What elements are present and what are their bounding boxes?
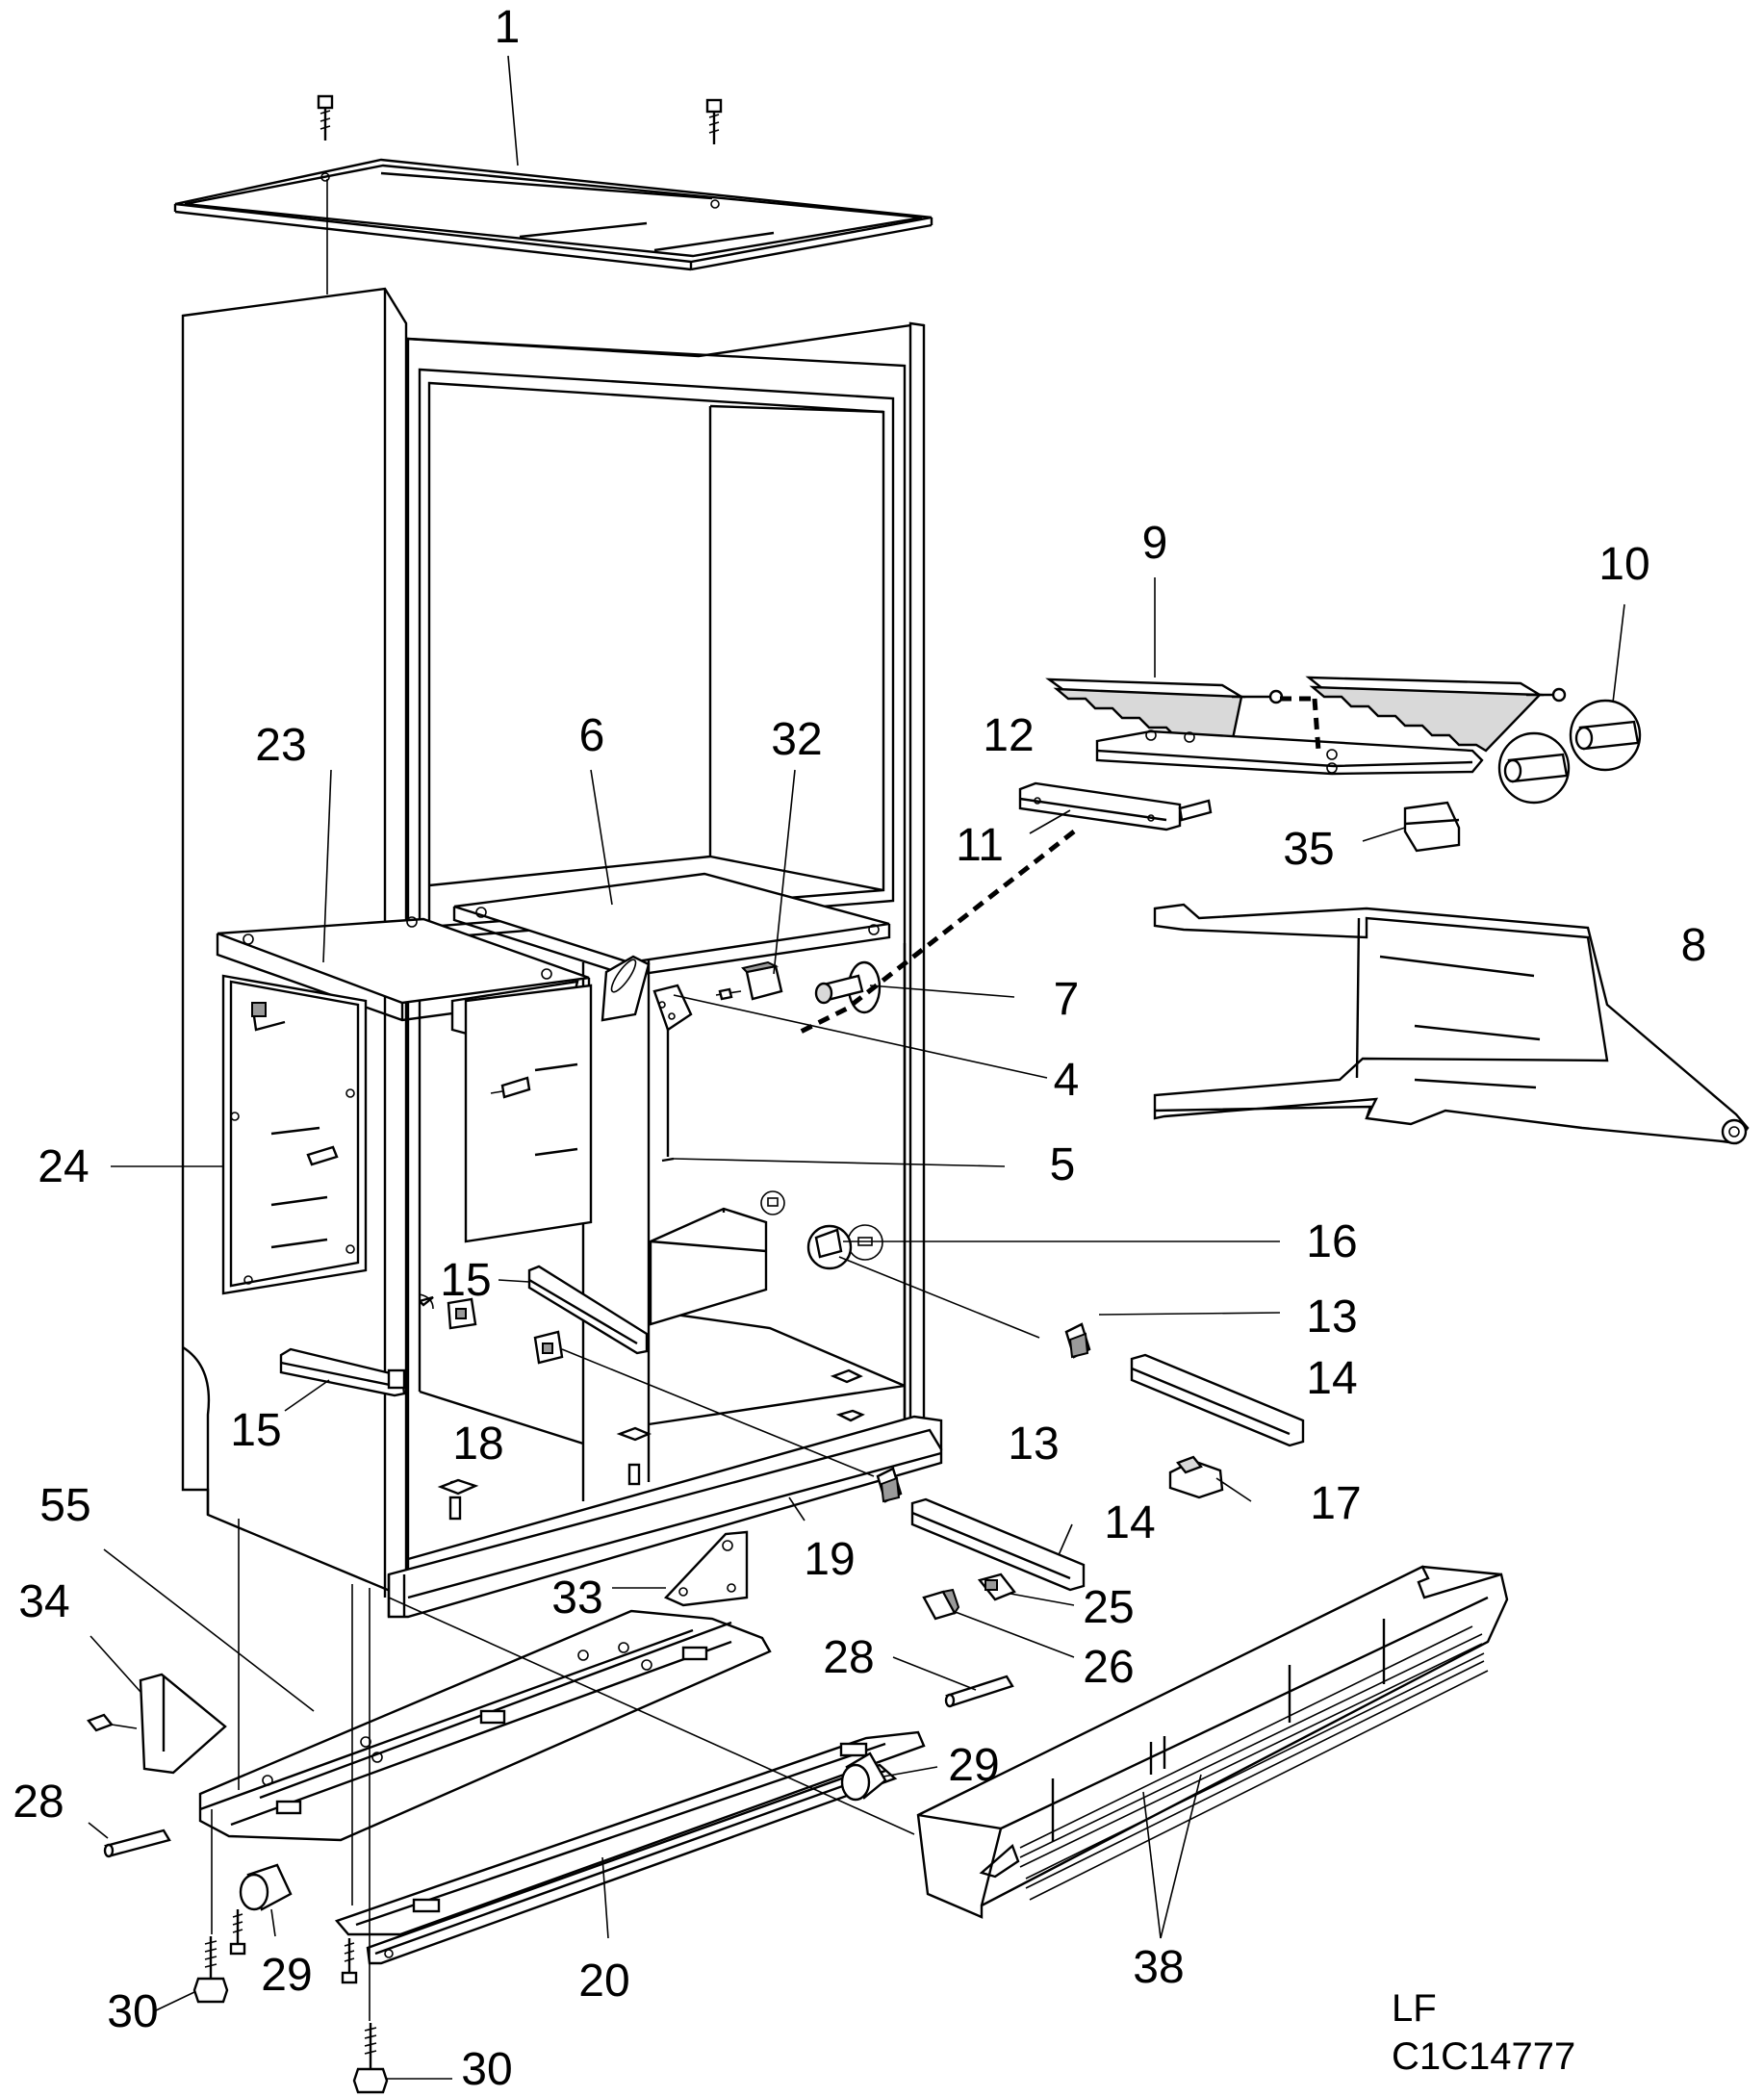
callout-14-upper: 14 (1306, 1353, 1357, 1404)
callout-55: 55 (39, 1480, 90, 1531)
slide-rail-20 (334, 1730, 926, 1965)
callout-13-upper: 13 (1306, 1291, 1357, 1343)
callout-30-left: 30 (107, 1986, 158, 2037)
callout-9: 9 (1142, 518, 1168, 569)
callout-28-right: 28 (823, 1632, 874, 1683)
callout-28-left: 28 (13, 1777, 64, 1828)
callout-15-lower: 15 (230, 1405, 281, 1456)
mount-bracket-11 (1018, 781, 1213, 831)
top-screw-right (705, 98, 723, 144)
callout-32: 32 (771, 714, 822, 765)
callout-8: 8 (1681, 920, 1707, 971)
gear-knob-10-rear (1569, 699, 1642, 772)
pin-28-right (944, 1675, 1014, 1708)
callout-38: 38 (1133, 1942, 1184, 1993)
kick-plate-grille-38 (916, 1565, 1509, 1919)
callout-1: 1 (495, 2, 521, 53)
callout-10: 10 (1598, 539, 1649, 590)
bracket-17 (1168, 1455, 1224, 1499)
bracket-34 (87, 1673, 227, 1775)
leader-lines (88, 55, 1625, 2080)
rail-15-lower (279, 1347, 406, 1397)
callout-25: 25 (1083, 1582, 1134, 1633)
callout-30-right: 30 (461, 2044, 512, 2095)
callout-16: 16 (1306, 1216, 1357, 1267)
roller-29-right (840, 1752, 887, 1802)
clip-25 (977, 1573, 1016, 1601)
callout-5: 5 (1050, 1139, 1076, 1190)
reference-lf: LF (1392, 1987, 1437, 2030)
slide-rail-14-upper (1130, 1353, 1305, 1447)
callout-7: 7 (1054, 974, 1080, 1025)
top-screw-left (317, 94, 334, 141)
leveling-bolt-30-right (352, 2023, 389, 2094)
callout-29-left: 29 (261, 1950, 312, 2001)
callout-6: 6 (579, 710, 605, 761)
clip-13-upper (1064, 1322, 1091, 1359)
callout-14-lower: 14 (1104, 1497, 1155, 1548)
thermostat-knob-7 (814, 960, 882, 1014)
callout-4: 4 (1054, 1055, 1080, 1106)
gear-knob-10-front (1497, 731, 1571, 805)
callout-35: 35 (1283, 824, 1334, 875)
ice-tray-9-right (1305, 676, 1567, 753)
callout-19: 19 (804, 1534, 855, 1585)
callout-13-lower: 13 (1008, 1419, 1059, 1470)
latch-32 (715, 960, 783, 1001)
callout-15-upper: 15 (440, 1255, 491, 1306)
hinge-door-frame-8 (1153, 903, 1750, 1145)
clip-26 (922, 1588, 960, 1621)
clip-center (533, 1330, 564, 1365)
reference-code: C1C14777 (1392, 2035, 1575, 2078)
callout-11: 11 (956, 820, 1004, 871)
control-knob-16 (806, 1224, 853, 1270)
clip-left (447, 1297, 477, 1330)
callout-29-right: 29 (948, 1740, 999, 1791)
side-panel-24 (221, 974, 368, 1295)
pin-28-left (103, 1828, 171, 1858)
rail-15-upper (527, 1265, 649, 1355)
base-frame-55 (198, 1609, 772, 1842)
center-panel (464, 984, 675, 1243)
bracket-33 (663, 1530, 749, 1607)
callout-26: 26 (1083, 1642, 1134, 1693)
callout-12: 12 (983, 710, 1034, 761)
ice-tray-frame-12 (1095, 729, 1484, 776)
top-panel (173, 158, 933, 271)
screw-center (341, 1938, 358, 1984)
roller-29-left (239, 1863, 293, 1911)
leveling-bolt-30-left (192, 1936, 229, 2004)
fastener-18 (437, 1368, 865, 1521)
clip-13-lower (876, 1467, 903, 1503)
callout-33: 33 (551, 1573, 602, 1624)
callout-23: 23 (255, 720, 306, 771)
callout-34: 34 (18, 1576, 69, 1627)
callout-17: 17 (1310, 1478, 1361, 1529)
slide-rail-14-lower (910, 1497, 1086, 1592)
clip-35 (1403, 801, 1461, 853)
callout-18: 18 (452, 1419, 503, 1470)
callout-24: 24 (38, 1141, 89, 1192)
callout-20: 20 (578, 1956, 629, 2007)
screw-left (229, 1909, 246, 1956)
